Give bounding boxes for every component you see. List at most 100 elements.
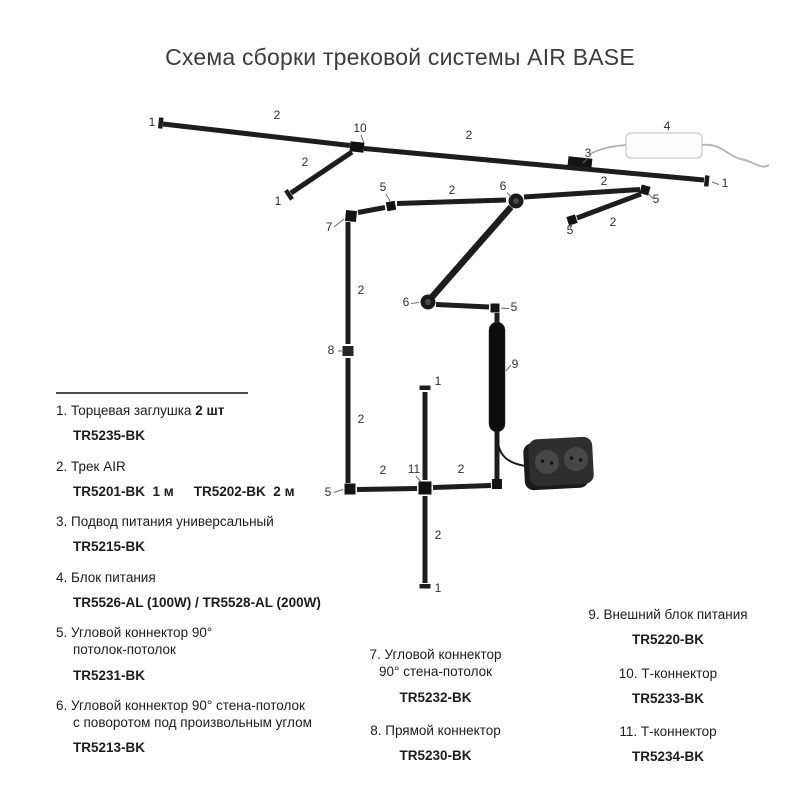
legend-item-11-label: Т-коннектор (640, 724, 717, 740)
callout-label-7: 7 (326, 220, 333, 234)
swivel-arm-structure (420, 193, 524, 489)
callout-label-9: 9 (512, 357, 519, 371)
end-cap-right-icon (703, 175, 710, 187)
legend-item-10-desc: 10. Т-коннектор (572, 665, 764, 682)
straight-connector-8-icon (342, 346, 354, 356)
psu-wire (701, 143, 770, 168)
legend-item-2: 2. Трек AIR TR5201-BK 1 м TR5202-BK 2 м (56, 458, 361, 501)
legend-item-6-label: Угловой коннектор 90° стена-потолок (71, 697, 305, 713)
t-connector-10-icon (349, 141, 365, 153)
power-feed-3 (567, 144, 627, 168)
wall-outlet (523, 436, 594, 491)
legend-item-5-desc: 5. Угловой коннектор 90° (56, 624, 361, 641)
corner-connector-5-ne-icon (639, 184, 651, 196)
legend-item-8-label: Прямой коннектор (385, 722, 501, 738)
callout-label-3: 3 (585, 146, 592, 160)
legend-item-1-desc: 1. Торцевая заглушка 2 шт (56, 402, 361, 419)
corner-connector-5-sw-icon (566, 214, 578, 226)
legend-item-1: 1. Торцевая заглушка 2 шт TR5235-BK (56, 402, 361, 445)
legend-item-11-code: TR5234-BK (631, 749, 705, 765)
callout-label-1: 1 (149, 115, 156, 129)
ceiling-main-track (162, 121, 705, 183)
legend-item-6-desc2: с поворотом под произвольным углом (73, 715, 312, 731)
callout-label-5: 5 (511, 300, 518, 314)
legend-item-7-label: Угловой коннектор (384, 647, 502, 662)
legend-item-4-desc: 4. Блок питания (56, 569, 361, 586)
legend-item-2-code-2m: TR5202-BK 2 м (193, 483, 295, 499)
callout-label-2: 2 (458, 462, 465, 476)
end-cap-branch-icon (284, 188, 294, 201)
legend-item-8-number: 8. (370, 722, 382, 738)
legend-item-7-desc2: 90° стена-потолок (378, 664, 493, 680)
socket-right-icon (564, 447, 588, 471)
legend-item-7-desc: 7. Угловой коннектор (348, 646, 523, 663)
legend-item-2-code-1m: TR5201-BK 1 м (73, 483, 174, 499)
callout-label-4: 4 (664, 119, 671, 133)
corner-connector-bottom-right-icon (492, 479, 502, 489)
callout-label-2: 2 (358, 412, 365, 426)
legend-item-2-code: TR5201-BK 1 м TR5202-BK 2 м (56, 483, 361, 500)
legend-column-left: 1. Торцевая заглушка 2 шт TR5235-BK 2. Т… (56, 402, 361, 770)
legend-item-9-desc: 9. Внешний блок питания (572, 606, 764, 623)
legend-item-1-qty: 2 шт (195, 403, 225, 418)
legend-item-6-desc: 6. Угловой коннектор 90° стена-потолок (56, 697, 361, 714)
callout-label-1: 1 (275, 194, 282, 208)
callout-label-2: 2 (380, 463, 387, 477)
legend-item-5-code: TR5231-BK (73, 667, 146, 683)
callout-label-2: 2 (610, 215, 617, 229)
legend-item-8-desc: 8. Прямой коннектор (348, 722, 523, 739)
legend-item-6-code: TR5213-BK (73, 740, 146, 756)
callout-label-2: 2 (358, 283, 365, 297)
legend-item-4-code: TR5526-AL (100W) / TR5528-AL (200W) (73, 594, 321, 610)
corner-connector-5-right-icon (490, 303, 500, 313)
end-cap-cross-bottom-icon (419, 584, 431, 589)
legend-item-10: 10. Т-коннектор TR5233-BK (572, 665, 764, 708)
legend-item-6-number: 6. (56, 697, 68, 713)
callout-label-2: 2 (601, 174, 608, 188)
legend-item-3: 3. Подвод питания универсальный TR5215-B… (56, 513, 361, 556)
callout-label-1: 1 (435, 581, 442, 595)
legend-divider (56, 392, 248, 394)
corner-connector-5-bottom-icon (344, 483, 356, 495)
legend-item-11: 11. Т-коннектор TR5234-BK (572, 723, 764, 766)
callout-label-10: 10 (353, 121, 367, 135)
legend-item-5-label: Угловой коннектор 90° (71, 625, 213, 641)
legend-item-8: 8. Прямой коннектор TR5230-BK (348, 722, 523, 765)
legend-item-2-desc: 2. Трек AIR (56, 458, 361, 475)
corner-connector-7-icon (344, 209, 358, 223)
legend-item-10-label: Т-коннектор (641, 665, 718, 681)
t-connector-11-icon (418, 481, 432, 495)
corner-connector-5-top-icon (385, 200, 397, 212)
callout-label-2: 2 (435, 528, 442, 542)
legend-item-11-desc: 11. Т-коннектор (572, 723, 764, 740)
legend-item-6: 6. Угловой коннектор 90° стена-потолок с… (56, 697, 361, 757)
legend-item-4-label: Блок питания (71, 569, 156, 585)
socket-left-icon (535, 450, 559, 474)
callout-label-2: 2 (466, 128, 473, 142)
legend-item-1-code: TR5235-BK (73, 428, 146, 444)
leader-lines (333, 134, 720, 493)
legend-item-9: 9. Внешний блок питания TR5220-BK (572, 606, 764, 649)
callout-label-1: 1 (722, 176, 729, 190)
end-cap-left-icon (157, 117, 164, 129)
callout-label-11: 11 (408, 462, 421, 476)
floor-cross-structure (356, 385, 492, 589)
feed-wire (589, 144, 627, 155)
legend-item-5: 5. Угловой коннектор 90° потолок-потолок… (56, 624, 361, 684)
callout-label-2: 2 (449, 183, 456, 197)
legend-item-7-code: TR5232-BK (399, 689, 472, 705)
legend-item-8-code: TR5230-BK (399, 748, 472, 764)
legend-item-10-number: 10. (618, 665, 638, 681)
power-supply-4 (625, 132, 770, 168)
legend-item-9-label: Внешний блок питания (603, 607, 748, 622)
legend-item-3-label: Подвод питания универсальный (71, 514, 274, 530)
upper-right-tracks (523, 184, 651, 226)
legend-item-7-number: 7. (369, 647, 381, 662)
branch-track (284, 149, 354, 201)
callout-label-6: 6 (500, 179, 507, 193)
legend-item-4: 4. Блок питания TR5526-AL (100W) / TR552… (56, 569, 361, 612)
legend-item-9-number: 9. (588, 607, 600, 622)
legend-item-11-number: 11. (619, 724, 638, 740)
